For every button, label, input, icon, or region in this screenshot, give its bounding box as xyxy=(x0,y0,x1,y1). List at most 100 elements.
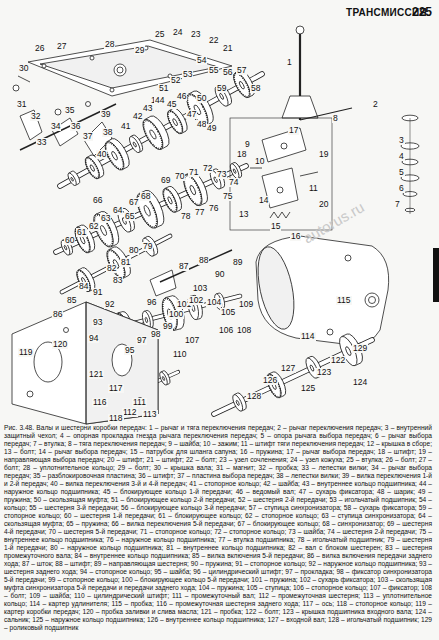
callout-number: 47 xyxy=(186,110,197,119)
gear-part xyxy=(160,184,184,214)
callout-number: 55 xyxy=(208,66,219,75)
callout-number: 7 xyxy=(394,200,401,209)
callout-number: 112 xyxy=(122,408,138,417)
callout-number: 11 xyxy=(308,184,319,193)
callout-number: 124 xyxy=(352,378,368,387)
gear-part xyxy=(127,134,144,155)
callout-number: 92 xyxy=(104,300,115,309)
part-circle xyxy=(277,187,283,193)
callout-number: 81 xyxy=(120,258,131,267)
callout-number: 31 xyxy=(16,100,27,109)
callout-number: 30 xyxy=(18,64,29,73)
callout-number: 93 xyxy=(92,318,103,327)
callout-number: 129 xyxy=(352,344,368,353)
callout-number: 74 xyxy=(228,178,239,187)
callout-number: 60 xyxy=(64,236,75,245)
part-circle xyxy=(114,64,126,76)
callout-number: 8 xyxy=(332,114,339,123)
part-circle xyxy=(296,26,304,34)
callout-number: 35 xyxy=(64,106,75,115)
callout-number: 49 xyxy=(206,124,217,133)
callout-number: 70 xyxy=(174,172,185,181)
callout-number: 90 xyxy=(214,270,225,279)
callout-number: 110 xyxy=(172,350,188,359)
callout-number: 104 xyxy=(206,298,222,307)
callout-number: 18 xyxy=(236,150,247,159)
callout-number: 24 xyxy=(172,28,183,37)
callout-number: 34 xyxy=(50,122,61,131)
callout-number: 99 xyxy=(162,322,173,331)
part-outline xyxy=(86,302,158,424)
part-line xyxy=(86,302,87,424)
callout-number: 115 xyxy=(336,296,352,305)
callout-number: 9 xyxy=(244,140,251,149)
callout-number: 128 xyxy=(246,392,262,401)
callout-number: 64 xyxy=(112,206,123,215)
callout-number: 57 xyxy=(236,66,247,75)
callout-number: 43 xyxy=(142,104,153,113)
callout-number: 120 xyxy=(52,340,68,349)
part-outline xyxy=(150,270,176,296)
callout-number: 39 xyxy=(100,110,111,119)
part-circle xyxy=(42,64,46,68)
callout-number: 69 xyxy=(160,176,171,185)
callout-number: 44 xyxy=(154,96,165,105)
callout-number: 121 xyxy=(88,370,104,379)
part-circle xyxy=(86,102,91,107)
callout-number: 123 xyxy=(316,368,332,377)
callout-number: 102 xyxy=(188,296,204,305)
callout-number: 15 xyxy=(270,222,281,231)
callout-number: 46 xyxy=(176,92,187,101)
callout-number: 51 xyxy=(158,84,169,93)
callout-number: 107 xyxy=(184,336,200,345)
callout-number: 27 xyxy=(56,42,67,51)
callout-number: 45 xyxy=(166,100,177,109)
part-circle xyxy=(110,88,114,92)
part-outline xyxy=(20,110,42,140)
callout-number: 80 xyxy=(128,246,139,255)
callout-number: 85 xyxy=(66,296,77,305)
callout-number: 72 xyxy=(202,164,213,173)
gear-part xyxy=(213,83,234,108)
gear-part xyxy=(229,161,244,179)
gear-part xyxy=(140,235,160,258)
part-outline xyxy=(282,96,318,118)
part-line xyxy=(410,118,411,214)
callout-number: 25 xyxy=(154,30,165,39)
figure-caption: Рис. 3.48. Валы и шестерни коробки перед… xyxy=(4,424,432,632)
callout-number: 17 xyxy=(288,126,299,135)
gear-part xyxy=(158,370,171,386)
callout-number: 109 xyxy=(238,300,254,309)
callout-number: 77 xyxy=(194,208,205,217)
callout-number: 26 xyxy=(34,44,45,53)
callout-number: 33 xyxy=(36,138,47,147)
callout-number: 83 xyxy=(112,276,123,285)
part-circle xyxy=(27,391,33,397)
callout-number: 3 xyxy=(398,136,405,145)
part-circle xyxy=(281,143,287,149)
part-circle xyxy=(327,329,333,335)
gear-part xyxy=(66,170,81,187)
part-outline xyxy=(28,40,232,96)
callout-number: 78 xyxy=(180,212,191,221)
callout-number: 52 xyxy=(170,76,181,85)
part-circle xyxy=(13,85,19,91)
callout-number: 119 xyxy=(18,348,34,357)
callout-number: 50 xyxy=(196,94,207,103)
gear-part xyxy=(139,113,173,152)
callout-number: 59 xyxy=(216,84,227,93)
callout-number: 87 xyxy=(178,262,189,271)
callout-number: 82 xyxy=(106,264,117,273)
part-line xyxy=(300,172,318,176)
callout-number: 5 xyxy=(398,168,405,177)
callout-number: 20 xyxy=(318,200,329,209)
callout-number: 56 xyxy=(222,68,233,77)
callout-number: 28 xyxy=(104,40,115,49)
watermark: autorus.ru xyxy=(300,198,367,246)
callout-number: 106 xyxy=(218,326,234,335)
callout-number: 103 xyxy=(192,284,208,293)
callout-number: 125 xyxy=(300,384,316,393)
callout-number: 73 xyxy=(216,170,227,179)
callout-number: 122 xyxy=(330,356,346,365)
